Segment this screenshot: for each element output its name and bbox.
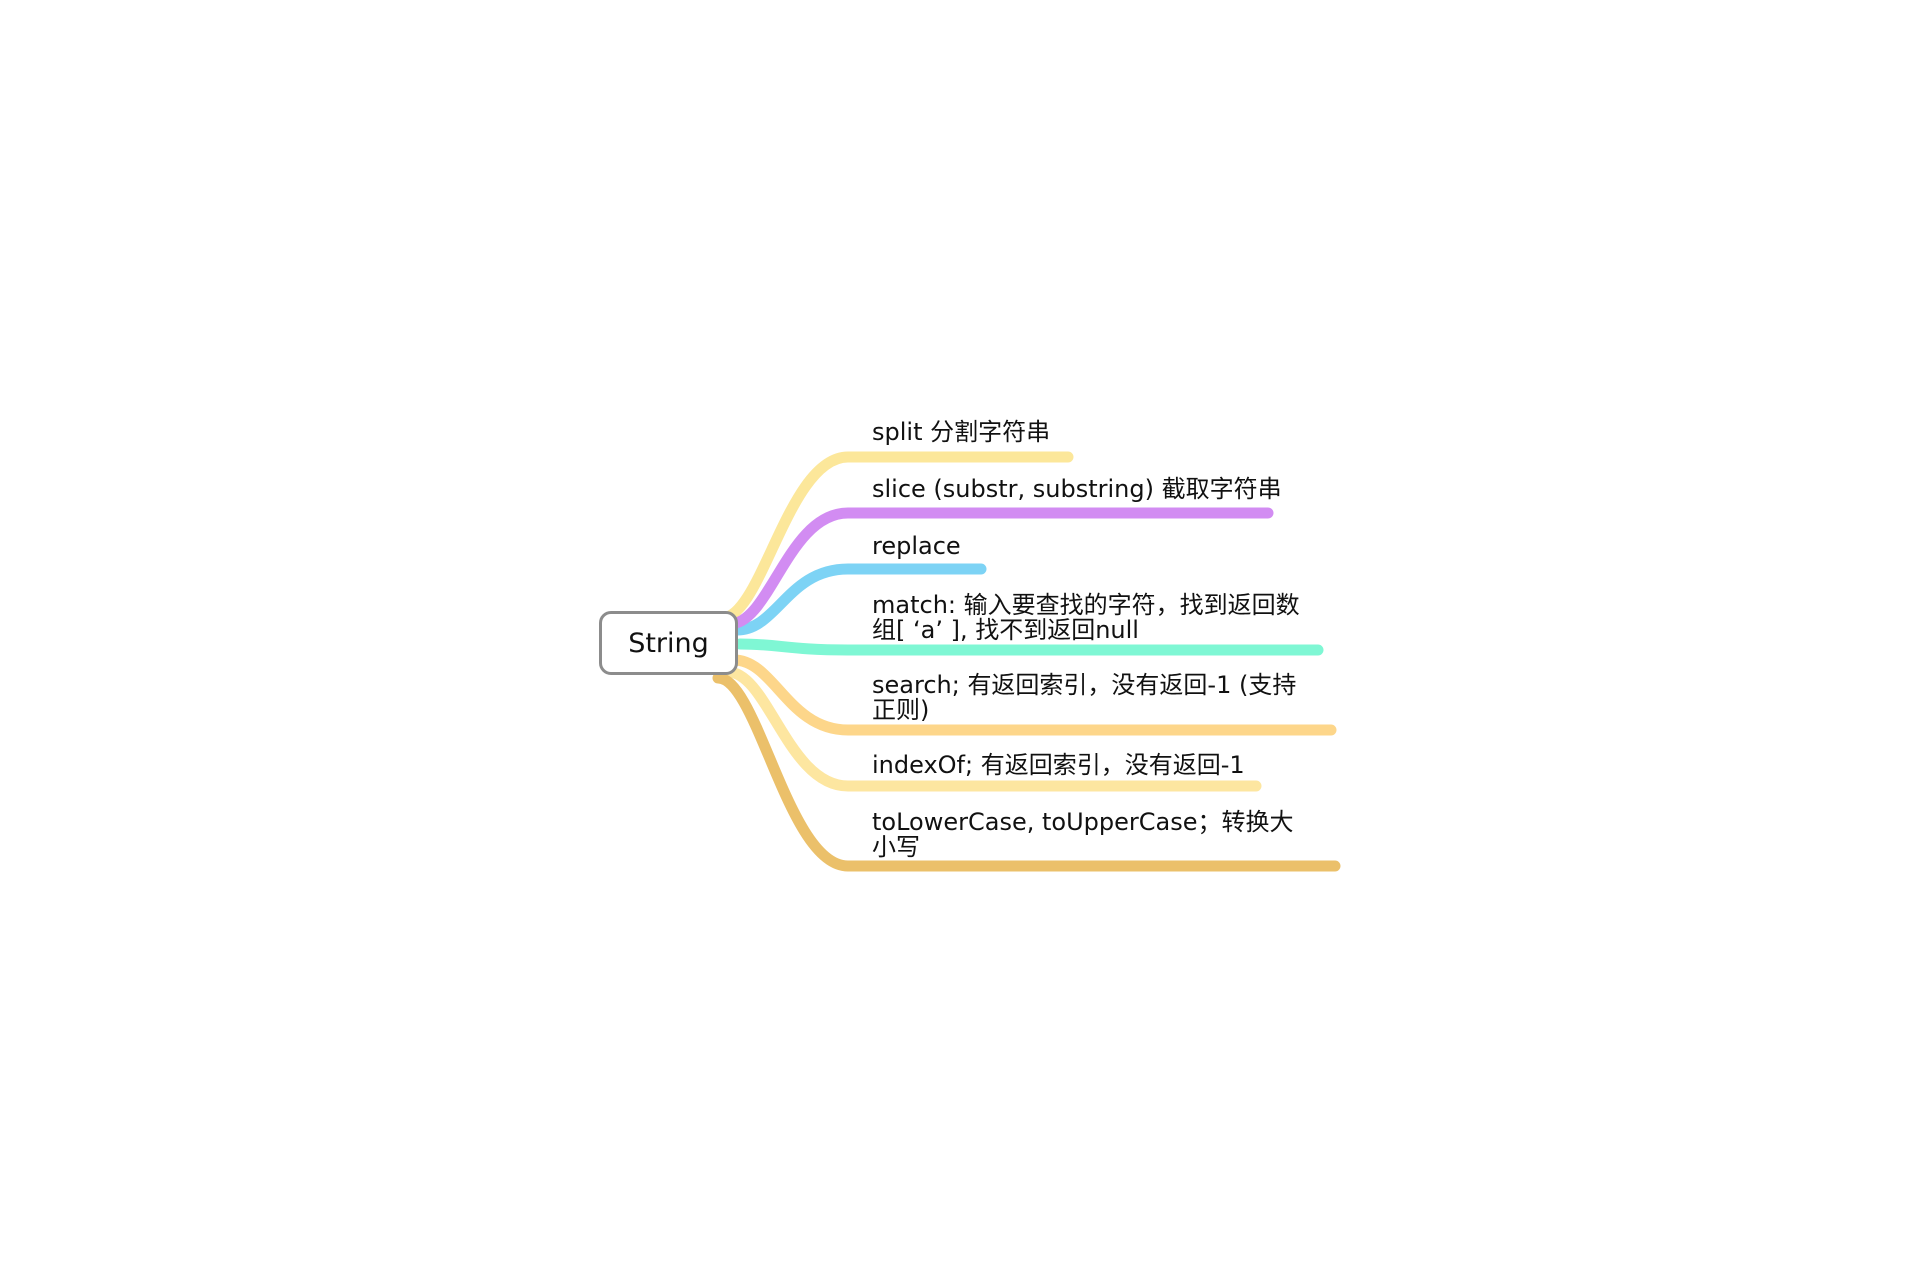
- branch-connector-split: [716, 451, 1074, 624]
- branch-connector-replace: [731, 563, 987, 636]
- branch-connector-search: [728, 654, 1337, 736]
- branch-label-slice[interactable]: slice (substr, substring) 截取字符串: [872, 475, 1282, 503]
- branch-connector-match: [734, 638, 1324, 656]
- branch-label-search[interactable]: search; 有返回索引，没有返回-1 (支持正则): [872, 671, 1297, 724]
- branch-connector-indexof: [722, 666, 1262, 792]
- branch-label-match[interactable]: match: 输入要查找的字符，找到返回数组[ ‘a’ ], 找不到返回null: [872, 591, 1300, 644]
- root-node-string[interactable]: String: [599, 611, 738, 675]
- root-node-label: String: [628, 627, 709, 659]
- branch-connector-case: [712, 672, 1341, 872]
- branch-label-split[interactable]: split 分割字符串: [872, 418, 1051, 446]
- branch-label-case[interactable]: toLowerCase, toUpperCase；转换大小写: [872, 808, 1294, 861]
- branch-label-replace[interactable]: replace: [872, 532, 961, 560]
- branch-connector-slice: [724, 507, 1274, 630]
- branch-label-indexof[interactable]: indexOf; 有返回索引，没有返回-1: [872, 751, 1245, 779]
